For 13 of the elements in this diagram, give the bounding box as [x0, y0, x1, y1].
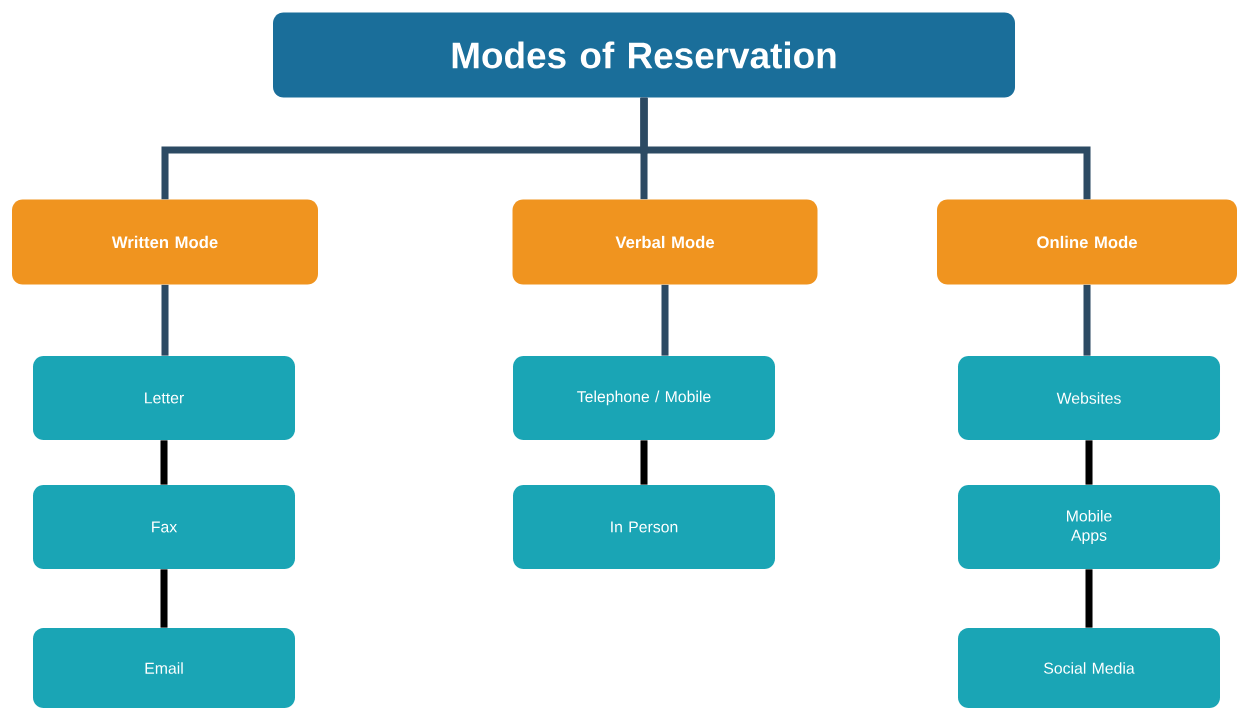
category-box: Online Mode [937, 199, 1237, 285]
item-box: Mobile Apps [958, 485, 1220, 569]
category-box: Written Mode [12, 199, 318, 285]
item-box: Email [33, 628, 295, 708]
category-box: Verbal Mode [512, 199, 818, 285]
item-box: Telephone / Mobile [513, 356, 775, 440]
item-box: Fax [33, 485, 295, 569]
connector-line [640, 97, 1091, 200]
item-box: In Person [513, 485, 775, 569]
item-box: Social Media [958, 628, 1220, 708]
title-box: Modes of Reservation [273, 12, 1015, 98]
item-box: Letter [33, 356, 295, 440]
item-box: Websites [958, 356, 1220, 440]
